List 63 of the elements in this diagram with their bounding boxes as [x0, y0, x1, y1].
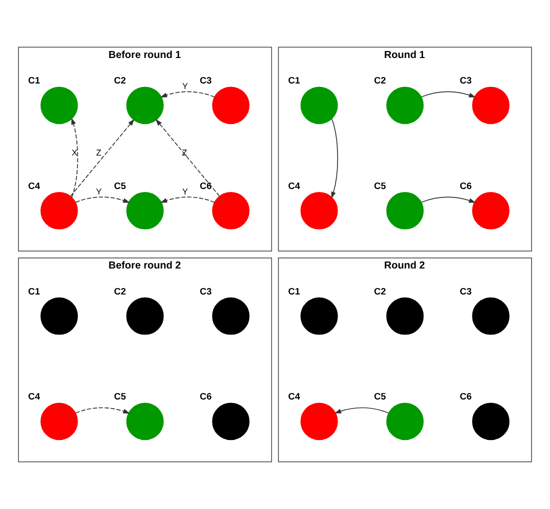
node-circle — [126, 86, 164, 124]
node-circle — [212, 192, 250, 230]
node-circle — [126, 297, 164, 335]
node-label: C4 — [288, 180, 300, 191]
node-label: C1 — [28, 76, 40, 86]
node-label: C3 — [460, 286, 472, 296]
arrow — [331, 118, 338, 199]
node-circle — [386, 402, 424, 440]
arrow — [421, 91, 476, 98]
node-label: C2 — [114, 286, 126, 296]
arrow — [156, 119, 220, 196]
node-label: C6 — [200, 180, 212, 191]
node-label: C5 — [374, 180, 386, 191]
node-label: C4 — [288, 392, 300, 402]
node-label: C4 — [28, 392, 40, 402]
node-label: C6 — [460, 180, 472, 191]
node-label: C1 — [288, 76, 300, 86]
edge-label: Y — [182, 186, 188, 196]
node-circle — [40, 297, 78, 335]
edge-label: Y — [96, 186, 102, 196]
arrow — [75, 407, 130, 414]
node-circle — [126, 192, 164, 230]
node-label: C2 — [374, 76, 386, 86]
node-circle — [386, 86, 424, 124]
node-circle — [40, 402, 78, 440]
node-label: C1 — [288, 286, 300, 296]
edge-label: X — [72, 148, 78, 158]
node-circle — [472, 86, 510, 124]
edge-label: Z — [96, 148, 102, 158]
node-circle — [300, 86, 338, 124]
node-label: C5 — [114, 392, 126, 402]
node-circle — [472, 192, 510, 230]
node-label: C3 — [200, 286, 212, 296]
arrow — [160, 91, 215, 98]
node-circle — [300, 297, 338, 335]
node-circle — [126, 402, 164, 440]
node-label: C3 — [200, 76, 212, 86]
arrow — [71, 118, 78, 198]
arrow — [70, 119, 134, 196]
edge-label: Y — [182, 81, 188, 92]
node-circle — [472, 402, 510, 440]
node-label: C5 — [114, 180, 126, 191]
arrow — [421, 196, 476, 203]
node-circle — [212, 297, 250, 335]
node-label: C6 — [200, 392, 212, 402]
node-label: C5 — [374, 392, 386, 402]
node-label: C2 — [114, 76, 126, 86]
node-label: C2 — [374, 286, 386, 296]
arrow — [160, 196, 215, 203]
node-circle — [386, 297, 424, 335]
node-label: C6 — [460, 392, 472, 402]
node-label: C3 — [460, 76, 472, 86]
node-circle — [472, 297, 510, 335]
node-circle — [212, 402, 250, 440]
node-circle — [386, 192, 424, 230]
arrow — [334, 407, 390, 414]
node-circle — [212, 86, 250, 124]
edge-label: Z — [182, 148, 188, 158]
node-label: C1 — [28, 286, 40, 296]
node-label: C4 — [28, 180, 40, 191]
node-circle — [40, 192, 78, 230]
node-circle — [300, 402, 338, 440]
arrow — [75, 196, 130, 203]
